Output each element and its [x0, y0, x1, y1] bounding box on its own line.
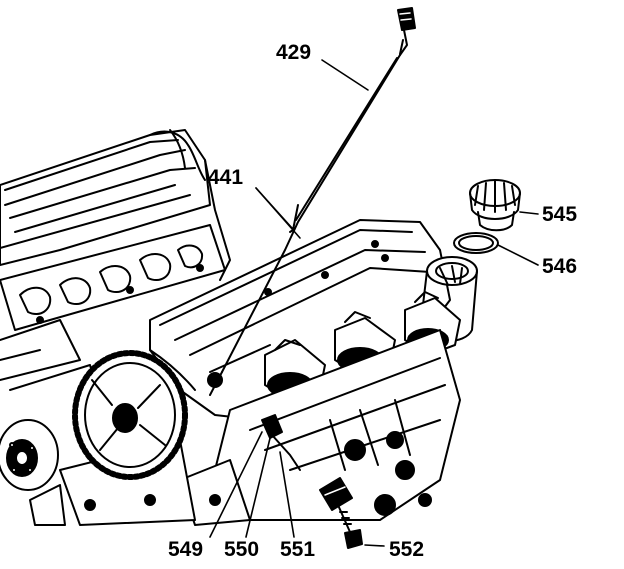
timing-sprocket	[72, 350, 188, 480]
callout-549: 549	[168, 538, 204, 561]
oil-fill-cap-seal	[453, 232, 499, 254]
leader-lines	[209, 59, 539, 547]
callout-545: 545	[542, 203, 578, 226]
oil-fill-cap	[469, 179, 521, 232]
callout-552: 552	[389, 538, 425, 561]
callout-441: 441	[208, 166, 244, 189]
callout-551: 551	[280, 538, 316, 561]
callout-550: 550	[224, 538, 260, 561]
oil-dipstick	[221, 7, 416, 373]
accessory-pulley	[0, 419, 59, 491]
dipstick-tube	[209, 371, 301, 471]
dipstick-tube-fasteners	[319, 477, 363, 549]
callout-546: 546	[542, 255, 578, 278]
callout-429: 429	[276, 41, 312, 64]
rear-cylinder-head	[0, 129, 231, 401]
engine-block	[29, 329, 461, 526]
ignition-coils	[264, 291, 461, 401]
